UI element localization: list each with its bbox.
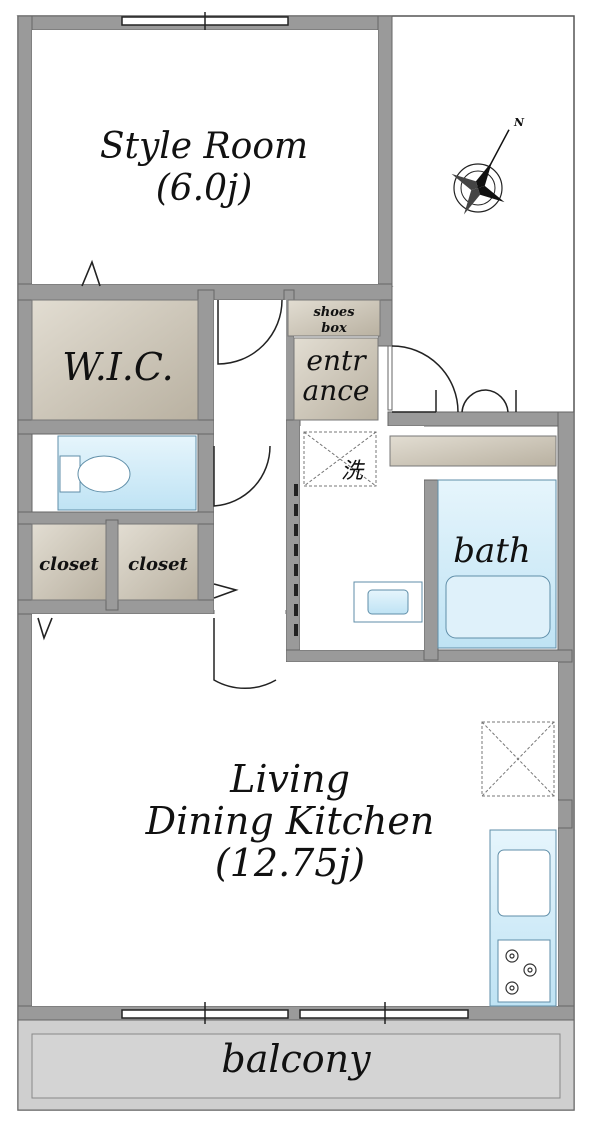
wic-box <box>31 299 199 421</box>
closet-left-label: closet <box>39 554 99 575</box>
wic-label: W.I.C. <box>62 345 173 389</box>
entrance-label-line2: ance <box>303 374 370 407</box>
floors <box>31 30 561 1099</box>
corridor-floor <box>214 300 286 610</box>
closet-right-label: closet <box>128 554 188 575</box>
shelf-right <box>389 435 557 467</box>
ldk-label-line3: (12.75j) <box>215 841 365 885</box>
ldk-label-line1: Living <box>229 757 350 801</box>
shoes-box <box>287 299 381 337</box>
style-room-area: (6.0j) <box>156 168 253 209</box>
balcony-label: balcony <box>221 1037 371 1081</box>
washer-space <box>303 431 377 487</box>
entrance-label-line1: entr <box>306 344 367 377</box>
doors <box>213 299 517 690</box>
style-room-floor <box>32 30 378 284</box>
fridge-space <box>481 721 555 797</box>
toilet-bowl <box>77 455 131 493</box>
shoes-box-label-line1: shoes <box>313 305 355 320</box>
ldk-label-line2: Dining Kitchen <box>145 799 435 843</box>
closet-right-box <box>117 523 199 601</box>
bath-label: bath <box>453 531 531 571</box>
closet-left-box <box>31 523 107 601</box>
style-room-name: Style Room <box>100 126 308 167</box>
shoes-box-label-line2: box <box>321 321 347 336</box>
stove-burners <box>505 949 537 995</box>
entrance-box <box>293 337 379 421</box>
compass-north-label: N <box>513 116 525 129</box>
kitchen-sink <box>497 849 551 917</box>
balcony-floor <box>31 1033 561 1099</box>
storage <box>31 299 557 601</box>
bathtub <box>445 575 551 639</box>
toilet-tank <box>59 455 81 493</box>
washroom-label: 洗 <box>341 459 365 484</box>
compass-icon: N <box>451 116 525 215</box>
windows <box>121 12 469 1024</box>
sliding-marks <box>37 259 298 641</box>
appliance-spaces <box>303 431 555 797</box>
